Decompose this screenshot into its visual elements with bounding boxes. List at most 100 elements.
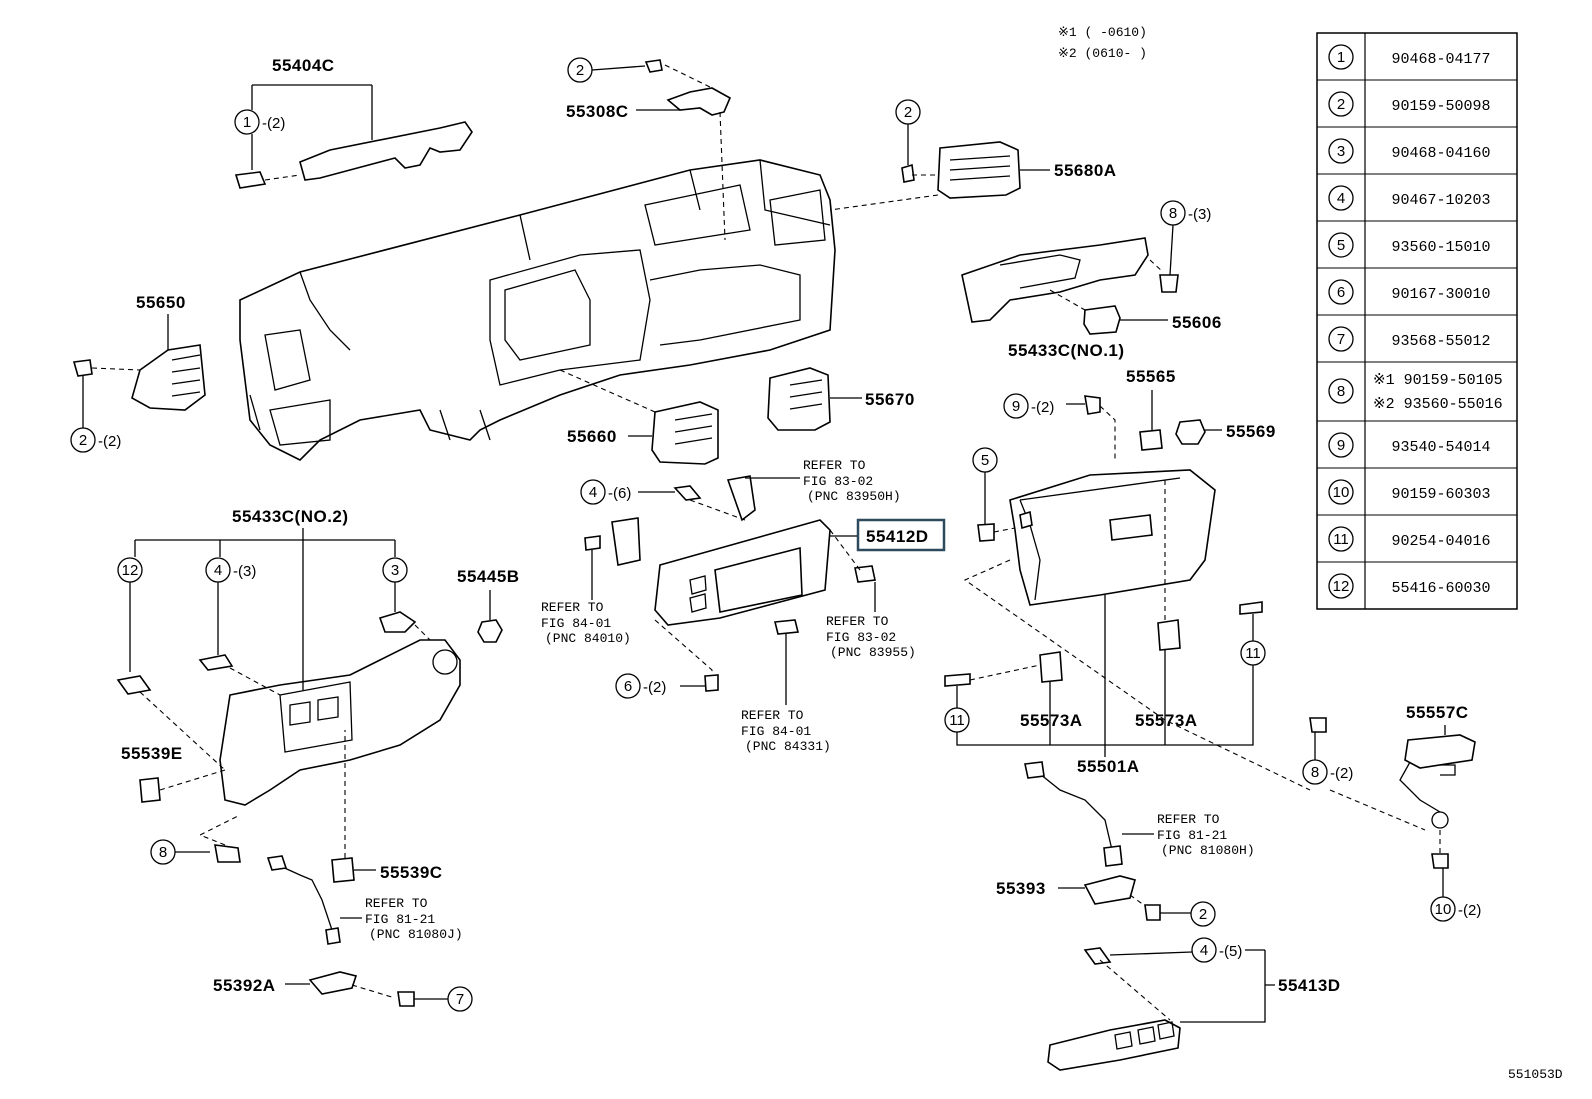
part-55433c-no1 [961,237,1149,323]
label-55670: 55670 [865,390,915,409]
ref-81080h: REFER TO FIG 81-21 (PNC 81080H) [1157,812,1255,858]
label-55650: 55650 [136,293,186,312]
svg-text:REFER TO: REFER TO [541,600,604,615]
ref-83955: REFER TO FIG 83-02 (PNC 83955) [826,614,916,660]
part-wire-81080h [1024,761,1123,867]
parts-table: 1 90468-04177 2 90159-50098 3 90468-0416… [1316,32,1518,610]
table-row-no: 11 [1333,531,1349,548]
table-row-no: 12 [1333,578,1350,595]
svg-text:-(3): -(3) [1188,206,1211,223]
part-wire-81080j [266,855,341,945]
instrument-panel-drawing [239,159,836,461]
label-55573a-2: 55573A [1135,711,1198,730]
table-row-no: 10 [1333,484,1350,501]
label-55606: 55606 [1172,313,1222,332]
label-55539c: 55539C [380,863,443,882]
table-row-part: 93568-55012 [1391,333,1490,350]
table-row-part: 90254-04016 [1391,533,1490,550]
svg-text:FIG 81-21: FIG 81-21 [365,912,435,927]
note-2: ※2 (0610- ) [1058,46,1147,61]
svg-text:2: 2 [576,62,584,79]
svg-text:1: 1 [243,114,251,131]
svg-text:8: 8 [1169,205,1177,222]
table-row: 8 ※1 90159-50105 ※2 93560-55016 [1328,372,1503,413]
part-55573a [1157,619,1181,651]
svg-text:FIG 81-21: FIG 81-21 [1157,828,1227,843]
part-55412d [584,475,876,635]
svg-text:2: 2 [1199,906,1207,923]
part-55392a [308,971,358,995]
svg-text:11: 11 [949,712,965,729]
svg-text:(PNC 84331): (PNC 84331) [745,739,831,754]
callout-6: 6 -(2) [615,673,666,699]
svg-text:-(2): -(2) [643,679,666,696]
label-55501a: 55501A [1077,757,1140,776]
svg-text:REFER TO: REFER TO [826,614,889,629]
table-row-part-alt: ※2 93560-55016 [1373,396,1503,413]
callout-2: 2 -(2) [70,427,121,453]
svg-text:2: 2 [79,432,87,449]
svg-text:-(2): -(2) [98,433,121,450]
table-row-part: 90167-30010 [1391,286,1490,303]
callout-5: 5 [972,447,998,473]
part-55569 [1175,419,1206,445]
ref-84331: REFER TO FIG 84-01 (PNC 84331) [741,708,831,754]
callout-8: 8 [150,839,176,865]
callout-8: 8 -(3) [1160,200,1211,226]
callout-3: 3 [382,557,408,583]
callout-9: 9 -(2) [1003,393,1054,419]
part-55501a-glove-box [1009,469,1216,606]
table-row: 7 93568-55012 [1328,326,1491,352]
table-row-part: 90467-10203 [1391,192,1490,209]
part-55606 [1083,305,1121,335]
table-row-part: 90468-04160 [1391,145,1490,162]
callout-11: 11 [1240,640,1266,666]
svg-text:6: 6 [624,678,632,695]
label-55413d: 55413D [1278,976,1341,995]
callout-7: 7 [447,986,473,1012]
part-55573a [1039,651,1063,683]
table-row: 4 90467-10203 [1328,185,1491,211]
svg-text:(PNC 84010): (PNC 84010) [545,631,631,646]
svg-text:-(2): -(2) [1330,765,1353,782]
part-55670 [767,367,831,431]
svg-text:3: 3 [391,562,399,579]
label-55539e: 55539E [121,744,183,763]
svg-text:9: 9 [1012,398,1020,415]
table-row: 10 90159-60303 [1328,479,1491,505]
part-55565 [1139,429,1163,451]
callout-8: 8 -(2) [1302,759,1353,785]
note-1: ※1 ( -0610) [1058,25,1147,40]
label-55660: 55660 [567,427,617,446]
svg-text:10: 10 [1435,901,1452,918]
table-row-part: 93560-15010 [1391,239,1490,256]
svg-text:4: 4 [214,562,222,579]
table-row-part: 90468-04177 [1391,51,1490,68]
svg-text:(PNC 81080J): (PNC 81080J) [369,927,463,942]
callout-2: 2 [895,99,921,125]
svg-text:-(2): -(2) [262,115,285,132]
label-55433c-no2: 55433C(NO.2) [232,507,349,526]
part-55433c-no2 [219,639,461,806]
table-row-part: 55416-60030 [1391,580,1490,597]
callout-10: 10 -(2) [1430,896,1481,922]
svg-text:FIG 84-01: FIG 84-01 [741,724,811,739]
ref-81080j: REFER TO FIG 81-21 (PNC 81080J) [365,896,463,942]
table-row-no: 2 [1337,96,1345,113]
table-row: 12 55416-60030 [1328,573,1491,599]
part-55557c [1399,734,1476,829]
svg-text:(PNC 83955): (PNC 83955) [830,645,916,660]
svg-text:7: 7 [456,991,464,1008]
callout-4: 4 -(6) [580,479,631,505]
svg-text:REFER TO: REFER TO [365,896,428,911]
part-55404c [234,121,473,189]
svg-text:-(6): -(6) [608,485,631,502]
table-row: 11 90254-04016 [1328,526,1491,552]
callout-4: 4 -(5) [1191,937,1242,963]
ref-84010: REFER TO FIG 84-01 (PNC 84010) [541,600,631,646]
label-55308c: 55308C [566,102,629,121]
table-row-part: ※1 90159-50105 [1373,372,1503,389]
table-row-no: 1 [1337,49,1345,66]
table-row-no: 4 [1337,190,1345,207]
table-row-part: 90159-50098 [1391,98,1490,115]
